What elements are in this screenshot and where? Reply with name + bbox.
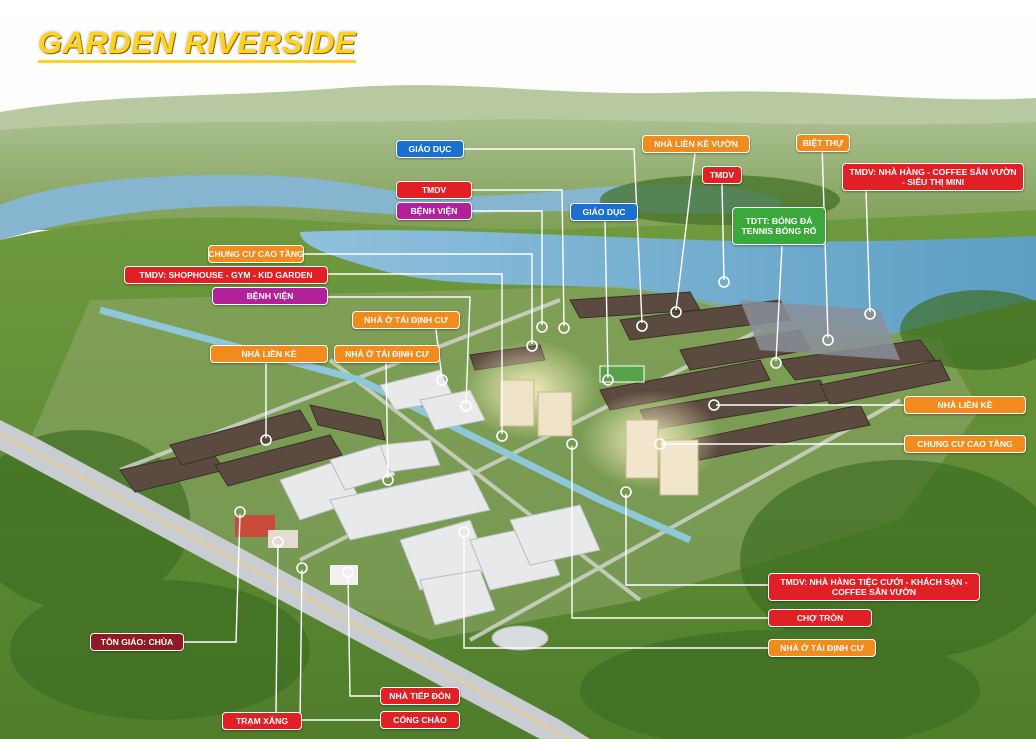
leader-tmdv-1 [721, 183, 725, 281]
leader-benh-vien-1 [472, 210, 543, 325]
label-nha-lien-ke-2[interactable]: NHÀ LIỀN KỀ [904, 396, 1026, 414]
label-ton-giao[interactable]: TÔN GIÁO: CHÙA [90, 633, 184, 651]
building-blocks [279, 369, 601, 626]
label-cho-tron[interactable]: CHỢ TRÒN [768, 609, 872, 627]
label-tram-xang[interactable]: TRẠM XĂNG [222, 712, 302, 730]
label-chung-cu-2[interactable]: CHUNG CƯ CAO TẦNG [904, 435, 1026, 453]
marker-cho-tron [566, 438, 578, 450]
leader-tdtt [775, 245, 783, 362]
leader-tram-xang [275, 543, 279, 713]
leader-chung-cu-1 [304, 253, 533, 344]
map-title: GARDEN RIVERSIDE [38, 26, 357, 63]
label-nha-lien-ke-vuon[interactable]: NHÀ LIỀN KỀ VƯỜN [642, 135, 750, 153]
marker-nha-tiep-don [342, 566, 354, 578]
leader-giao-duc-2 [604, 219, 609, 379]
marker-giao-duc-1 [636, 320, 648, 332]
marker-chung-cu-2 [654, 438, 666, 450]
marker-cong-chao [296, 562, 308, 574]
label-giao-duc-1[interactable]: GIÁO DỤC [396, 140, 464, 158]
leader-tmdv-nha-hang [865, 189, 871, 313]
label-nha-tiep-don[interactable]: NHÀ TIẾP ĐÓN [380, 687, 460, 705]
label-tmdv-1[interactable]: TMDV [702, 166, 742, 184]
sport-field [599, 365, 645, 383]
highway [0, 420, 590, 739]
villa-cluster [740, 300, 900, 360]
label-nha-o-tdc-3[interactable]: NHÀ Ở TÁI ĐỊNH CƯ [768, 639, 876, 657]
apartment-towers [460, 340, 720, 496]
marker-benh-vien-2 [460, 400, 472, 412]
label-biet-thu[interactable]: BIỆT THỰ [796, 134, 850, 152]
marker-nha-o-tdc-2 [382, 474, 394, 486]
leader-cong-chao [299, 569, 380, 721]
leader-nha-o-tdc-2 [385, 361, 389, 479]
leader-nha-lien-ke-vuon [675, 144, 697, 311]
highway-light-trail [0, 433, 571, 739]
label-tmdv-nha-hang[interactable]: TMDV: NHÀ HÀNG - COFFEE SÂN VƯỜN - SIÊU … [842, 163, 1024, 191]
marker-ton-giao [234, 506, 246, 518]
leader-tmdv-2 [472, 189, 565, 327]
marker-benh-vien-1 [536, 321, 548, 333]
leader-cho-tron [571, 446, 768, 619]
label-nha-lien-ke-1[interactable]: NHÀ LIỀN KỀ [210, 345, 328, 363]
round-market [491, 625, 549, 651]
marker-chung-cu-1 [526, 340, 538, 352]
marker-tdtt [770, 357, 782, 369]
marker-tmdv-1 [718, 276, 730, 288]
label-giao-duc-2[interactable]: GIÁO DỤC [570, 203, 638, 221]
label-chung-cu-1[interactable]: CHUNG CƯ CAO TẦNG [208, 245, 304, 263]
marker-giao-duc-2 [602, 374, 614, 386]
label-tmdv-shophouse[interactable]: TMDV: SHOPHOUSE - GYM - KID GARDEN [124, 266, 328, 284]
leader-ton-giao [184, 513, 241, 643]
marker-tmdv-shophouse [496, 430, 508, 442]
label-nha-o-tdc-2[interactable]: NHÀ Ở TÁI ĐỊNH CƯ [334, 345, 440, 363]
leader-tmdv-tiec-cuoi [625, 494, 768, 586]
leader-tmdv-shophouse [328, 273, 503, 434]
gate-area [235, 515, 358, 585]
upper-river [0, 175, 781, 240]
label-benh-vien-2[interactable]: BỆNH VIỆN [212, 287, 328, 305]
marker-nha-lien-ke-vuon [670, 306, 682, 318]
marker-tmdv-nha-hang [864, 308, 876, 320]
label-tmdv-tiec-cuoi[interactable]: TMDV: NHÀ HÀNG TIỆC CƯỚI - KHÁCH SẠN - C… [768, 573, 980, 601]
label-nha-o-tdc-1[interactable]: NHÀ Ở TÁI ĐỊNH CƯ [352, 311, 460, 329]
label-benh-vien-1[interactable]: BỆNH VIỆN [396, 202, 472, 220]
leader-nha-o-tdc-3 [463, 534, 768, 649]
marker-nha-o-tdc-3 [458, 526, 470, 538]
leader-giao-duc-1 [464, 148, 643, 324]
label-tdtt[interactable]: TDTT: BÓNG ĐÁ TENNIS BÓNG RỔ [732, 207, 826, 245]
leader-benh-vien-2 [328, 296, 471, 405]
leader-nha-tiep-don [347, 573, 380, 697]
marker-tram-xang [272, 536, 284, 548]
marker-tmdv-tiec-cuoi [620, 486, 632, 498]
marker-nha-lien-ke-2 [708, 399, 720, 411]
label-cong-chao[interactable]: CỔNG CHÀO [380, 711, 460, 729]
label-tmdv-2[interactable]: TMDV [396, 181, 472, 199]
marker-nha-lien-ke-1 [260, 434, 272, 446]
marker-biet-thu [822, 334, 834, 346]
marker-tmdv-2 [558, 322, 570, 334]
marker-nha-o-tdc-1 [436, 374, 448, 386]
